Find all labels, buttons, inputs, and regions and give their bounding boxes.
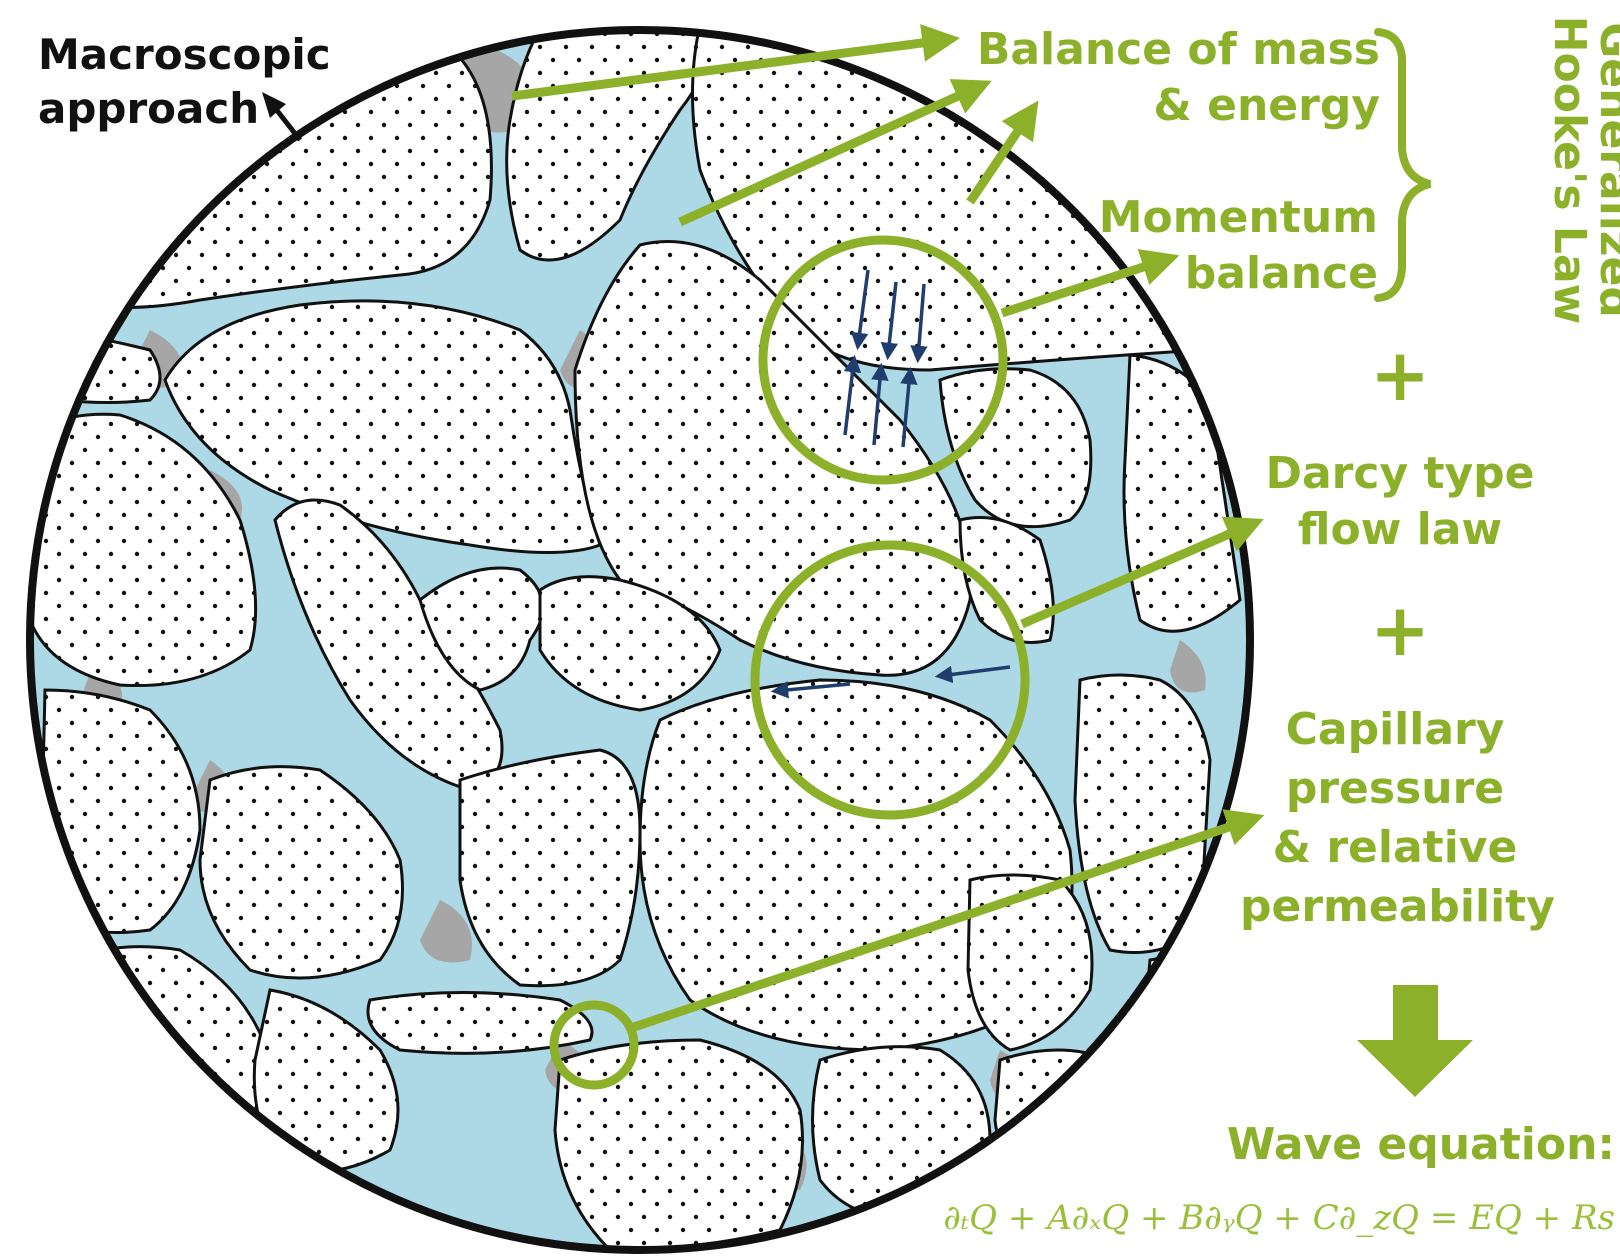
- darcy-label: Darcy type flow law: [1265, 446, 1535, 558]
- macroscopic-line-2: approach: [38, 84, 260, 133]
- mass-energy-line-1: Balance of mass: [976, 24, 1380, 75]
- rve-boundary-circle: [26, 26, 1254, 1254]
- capillary-label: Capillary pressure & relative permeabili…: [1240, 700, 1555, 936]
- momentum-label: Momentum balance: [1060, 190, 1378, 302]
- hooke-label: Generalized Hooke's Law: [1544, 15, 1620, 325]
- arrow-capillary: [632, 809, 1265, 1032]
- macroscopic-label: Macroscopic approach: [38, 28, 331, 136]
- flow-arrows: [770, 269, 1011, 699]
- zoom-circle-capillary: [549, 1000, 639, 1090]
- hooke-line-1: Generalized: [1590, 22, 1620, 318]
- wave-equation-formula: ∂ₜQ + A∂ₓQ + B∂ᵧQ + C∂_zQ = EQ + Rs: [943, 1198, 1615, 1238]
- darcy-line-2: flow law: [1297, 504, 1503, 555]
- mass-energy-label: Balance of mass & energy: [960, 22, 1380, 134]
- momentum-line-2: balance: [1184, 248, 1378, 299]
- arrow-momentum: [1000, 249, 1180, 318]
- green-arrows: [511, 24, 1265, 1032]
- arrow-mass-2: [678, 79, 992, 227]
- plus-sign-2: +: [1369, 588, 1431, 672]
- zoom-circles: [549, 235, 1030, 1090]
- macroscopic-line-1: Macroscopic: [38, 30, 331, 79]
- arrow-darcy: [1020, 516, 1264, 629]
- capillary-line-3: & relative: [1272, 822, 1518, 873]
- momentum-line-1: Momentum: [1098, 192, 1378, 243]
- plus-sign-1: +: [1369, 333, 1431, 417]
- mass-energy-line-2: & energy: [1153, 80, 1380, 131]
- capillary-line-2: pressure: [1285, 763, 1505, 814]
- hooke-brace: [1374, 28, 1432, 302]
- arrow-mass-1: [511, 24, 960, 101]
- hooke-line-2: Hooke's Law: [1544, 15, 1595, 325]
- arrow-mass-3: [966, 100, 1039, 205]
- capillary-line-1: Capillary: [1285, 704, 1505, 755]
- darcy-line-1: Darcy type: [1265, 448, 1535, 499]
- down-arrow-icon: [1357, 985, 1473, 1097]
- wave-equation-title: Wave equation:: [1226, 1119, 1615, 1170]
- macroscopic-arrowhead: [262, 92, 286, 118]
- zoom-circle-momentum: [758, 235, 1008, 485]
- capillary-line-4: permeability: [1240, 881, 1555, 932]
- zoom-circle-darcy: [750, 540, 1030, 820]
